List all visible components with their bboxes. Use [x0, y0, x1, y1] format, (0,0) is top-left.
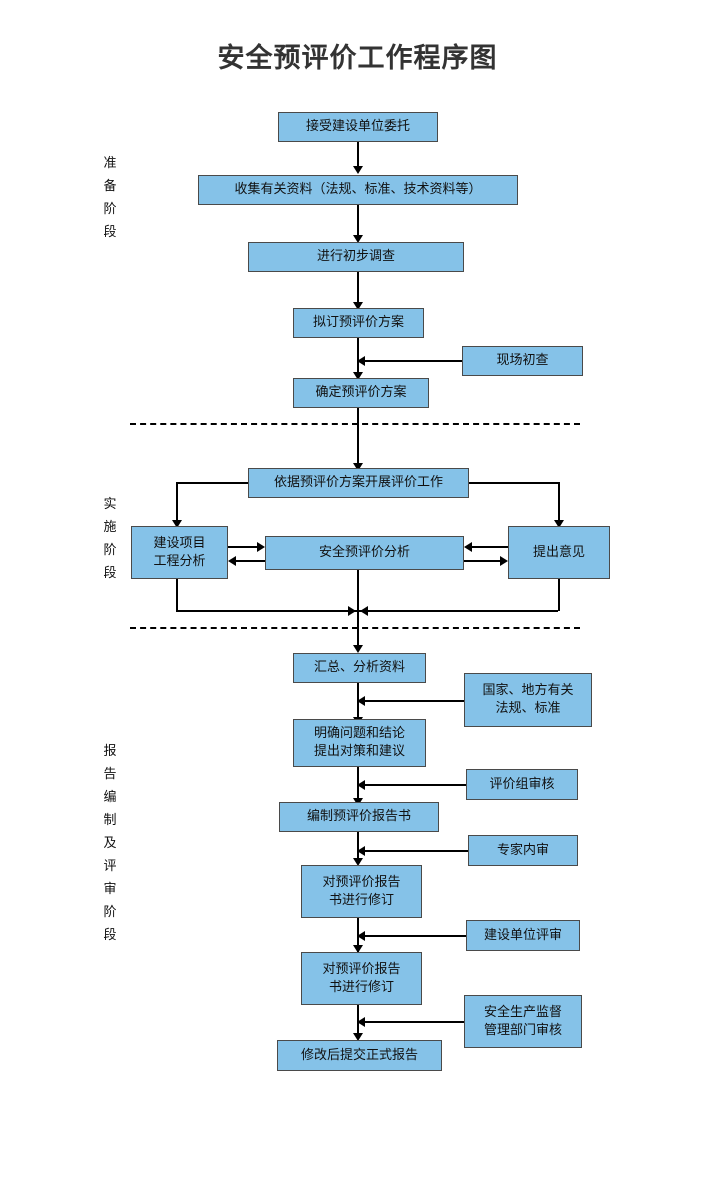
stage-char: 实: [103, 497, 117, 512]
connector-supervision-to-main: [364, 1021, 464, 1023]
node-compile-report[interactable]: 编制预评价报告书: [279, 802, 439, 832]
node-evaluation-group-review[interactable]: 评价组审核: [466, 769, 578, 800]
stage-char: 审: [103, 882, 117, 897]
stage-label-reporting: 报 告 编 制 及 评 审 阶 段: [97, 740, 123, 947]
node-construction-unit-review[interactable]: 建设单位评审: [466, 920, 580, 951]
connector-accept-to-collect: [357, 142, 359, 167]
arrow-down-icon: [172, 520, 182, 528]
stage-label-implementation: 实 施 阶 段: [97, 493, 123, 585]
stage-char: 告: [103, 767, 117, 782]
node-summarize-analyze[interactable]: 汇总、分析资料: [293, 653, 426, 683]
arrow-down-icon: [353, 945, 363, 953]
arrow-left-icon: [357, 356, 365, 366]
connector-left-branch-down: [176, 482, 178, 522]
connector-opinions-return: [360, 610, 558, 612]
arrow-left-icon: [357, 780, 365, 790]
stage-char: 阶: [103, 543, 117, 558]
connector-safety-to-project: [235, 560, 265, 562]
node-draft-plan[interactable]: 拟订预评价方案: [293, 308, 424, 338]
arrow-down-icon: [353, 645, 363, 653]
node-project-engineering-analysis[interactable]: 建设项目 工程分析: [131, 526, 228, 579]
connector-evaluation-to-right-branch: [469, 482, 560, 484]
arrow-right-icon: [257, 542, 265, 552]
stage-char: 准: [103, 156, 117, 171]
connector-site-inspection-to-main: [364, 360, 462, 362]
connector-opinions-down: [558, 579, 560, 611]
node-preliminary-survey[interactable]: 进行初步调查: [248, 242, 464, 272]
node-safety-pre-evaluation-analysis[interactable]: 安全预评价分析: [265, 536, 464, 570]
node-clarify-conclusions[interactable]: 明确问题和结论 提出对策和建议: [293, 719, 426, 767]
connector-survey-to-draft: [357, 272, 359, 303]
stage-char: 备: [103, 179, 117, 194]
node-expert-internal-review[interactable]: 专家内审: [468, 835, 578, 866]
connector-group-review-to-main: [364, 784, 466, 786]
arrow-down-icon: [353, 235, 363, 243]
connector-project-analysis-down: [176, 579, 178, 611]
stage-char: 段: [103, 225, 117, 240]
stage-char: 段: [103, 928, 117, 943]
arrow-down-icon: [353, 858, 363, 866]
stage-char: 施: [103, 520, 117, 535]
arrow-left-icon: [228, 556, 236, 566]
connector-safety-analysis-spine: [357, 570, 359, 650]
node-submit-final-report[interactable]: 修改后提交正式报告: [277, 1040, 442, 1071]
arrow-left-icon: [357, 696, 365, 706]
node-collect-materials[interactable]: 收集有关资料（法规、标准、技术资料等）: [198, 175, 518, 205]
stage-char: 阶: [103, 905, 117, 920]
connector-safety-to-opinions: [464, 560, 501, 562]
connector-evaluation-to-left-branch: [176, 482, 248, 484]
stage-label-preparation: 准 备 阶 段: [97, 152, 123, 244]
node-accept-commission[interactable]: 接受建设单位委托: [278, 112, 438, 142]
connector-unit-review-to-main: [364, 935, 466, 937]
connector-expert-review-to-main: [364, 850, 468, 852]
arrow-left-icon: [357, 931, 365, 941]
connector-opinions-to-safety: [471, 546, 508, 548]
stage-char: 报: [103, 744, 117, 759]
node-national-local-regulations[interactable]: 国家、地方有关 法规、标准: [464, 673, 592, 727]
stage-char: 及: [103, 836, 117, 851]
node-carry-out-evaluation[interactable]: 依据预评价方案开展评价工作: [248, 468, 469, 498]
stage-char: 段: [103, 566, 117, 581]
connector-project-return: [176, 610, 362, 612]
node-safety-supervision-review[interactable]: 安全生产监督 管理部门审核: [464, 995, 582, 1048]
connector-confirm-to-evaluation: [357, 408, 359, 465]
stage-divider-2: [130, 627, 580, 629]
node-confirm-plan[interactable]: 确定预评价方案: [293, 378, 429, 408]
stage-char: 阶: [103, 202, 117, 217]
node-site-inspection[interactable]: 现场初查: [462, 346, 583, 376]
node-revise-report-2[interactable]: 对预评价报告 书进行修订: [301, 952, 422, 1005]
node-raise-opinions[interactable]: 提出意见: [508, 526, 610, 579]
connector-regulations-to-main: [364, 700, 464, 702]
stage-char: 制: [103, 813, 117, 828]
arrow-left-icon: [464, 542, 472, 552]
connector-right-branch-down: [558, 482, 560, 522]
node-revise-report-1[interactable]: 对预评价报告 书进行修订: [301, 865, 422, 918]
arrow-down-icon: [353, 463, 363, 471]
arrow-down-icon: [554, 520, 564, 528]
arrow-right-icon: [348, 606, 356, 616]
arrow-left-icon: [357, 1017, 365, 1027]
arrow-down-icon: [353, 1033, 363, 1041]
arrow-left-icon: [357, 846, 365, 856]
connector-project-to-safety: [228, 546, 258, 548]
arrow-down-icon: [353, 302, 363, 310]
arrow-right-icon: [500, 556, 508, 566]
arrow-down-icon: [353, 372, 363, 380]
stage-char: 评: [103, 859, 117, 874]
stage-divider-1: [130, 423, 580, 425]
arrow-down-icon: [353, 166, 363, 174]
stage-char: 编: [103, 790, 117, 805]
connector-collect-to-survey: [357, 205, 359, 236]
page-title: 安全预评价工作程序图: [217, 43, 498, 74]
arrow-left-icon: [360, 606, 368, 616]
